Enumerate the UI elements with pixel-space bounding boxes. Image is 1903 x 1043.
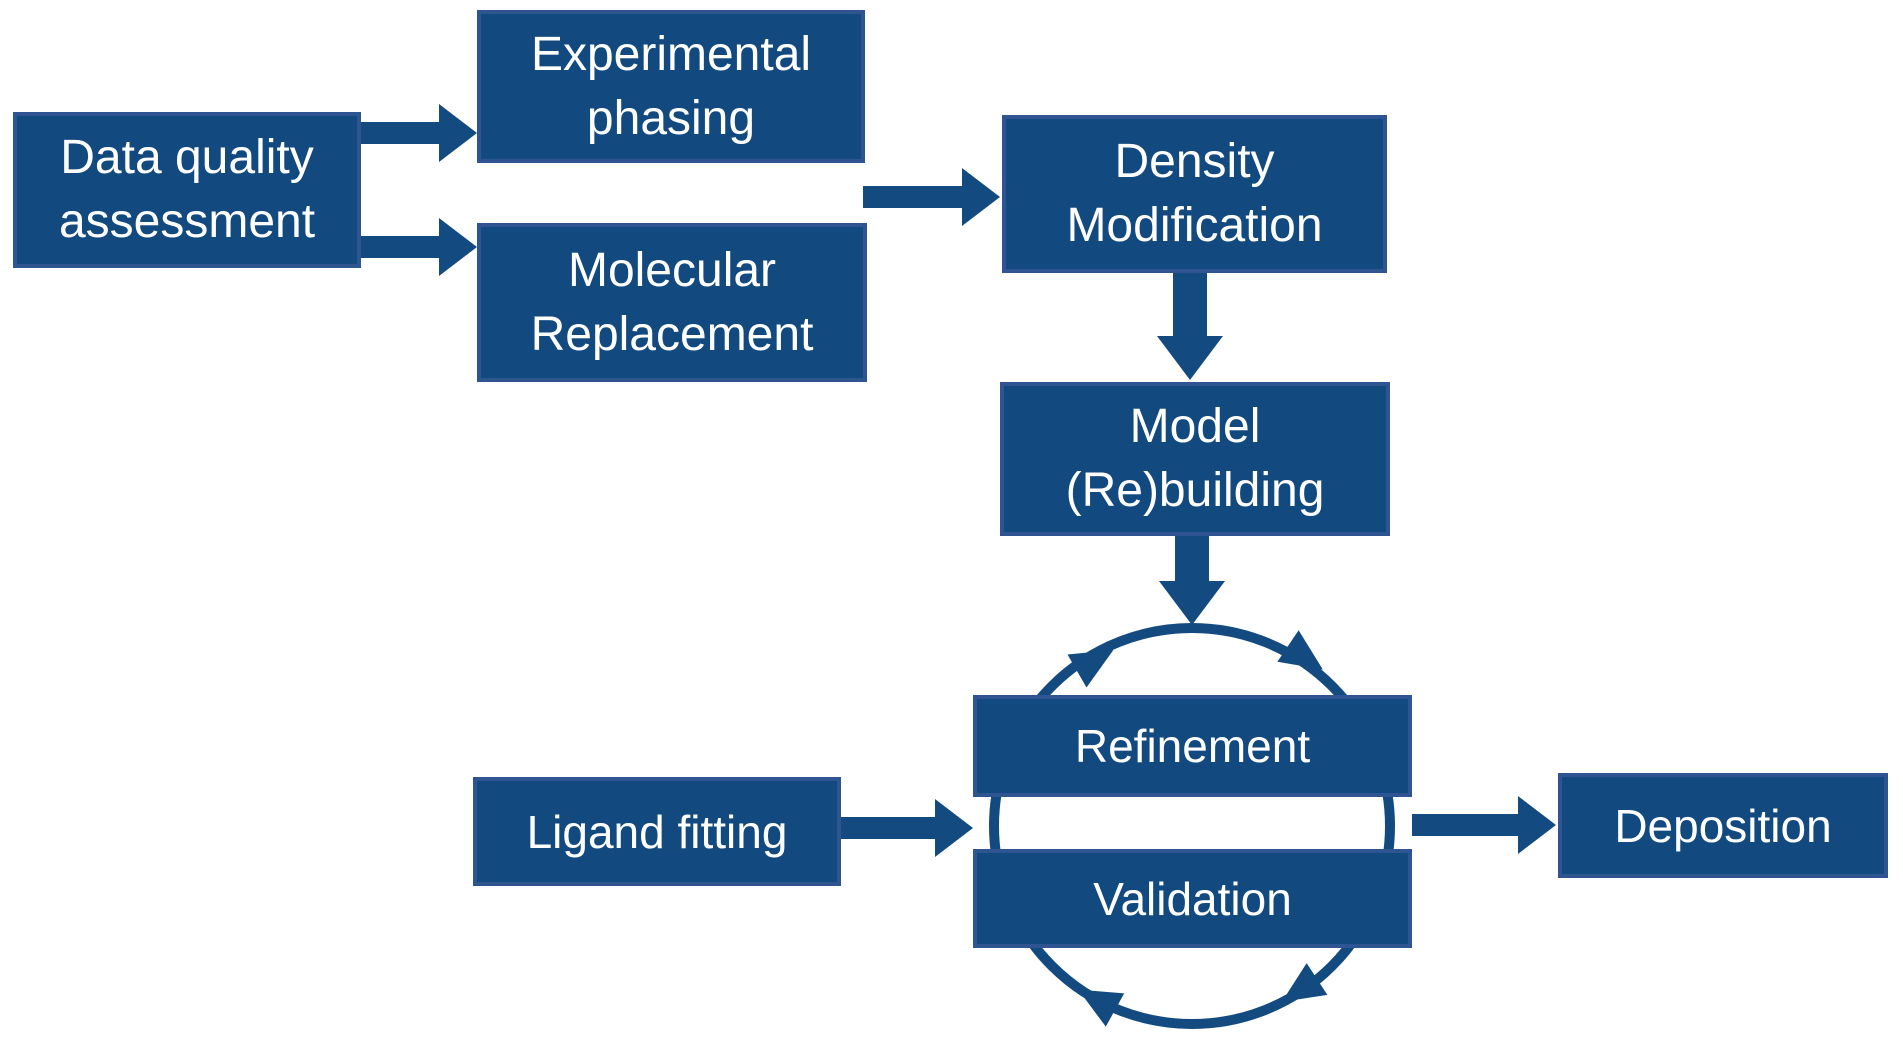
arrow-model-rebuilding-to-cycle xyxy=(1159,536,1225,625)
cycle-arrowhead-bottom-left xyxy=(1078,989,1125,1027)
node-density-modification: Density Modification xyxy=(1002,115,1387,273)
arrow-density-modification-to-model-rebuilding xyxy=(1157,273,1223,380)
node-label-line: Replacement xyxy=(530,307,814,361)
arrow-phasing-to-density-modification xyxy=(863,168,1000,226)
arrow-data-quality-to-experimental-phasing xyxy=(361,104,477,162)
cycle-arrowhead-top-right xyxy=(1277,630,1323,670)
node-label-line: (Re)building xyxy=(1065,464,1325,517)
node-label-line: Model xyxy=(1129,400,1261,453)
node-label-line: assessment xyxy=(58,195,316,248)
node-label-line: phasing xyxy=(586,91,756,145)
refinement-validation-cycle-ring xyxy=(989,623,1395,1029)
node-molecular-replacement: Molecular Replacement xyxy=(477,223,867,382)
arrow-data-quality-to-molecular-replacement xyxy=(361,218,477,276)
node-ligand-fitting: Ligand fitting xyxy=(473,777,841,886)
node-data-quality-assessment: Data quality assessment xyxy=(13,112,361,268)
cycle-arrowhead-bottom-right xyxy=(1281,963,1328,1002)
node-label-line: Data quality xyxy=(60,131,314,184)
node-label-line: Ligand fitting xyxy=(526,805,788,858)
node-label-line: Modification xyxy=(1066,199,1323,252)
cycle-arrowhead-top-left xyxy=(1067,650,1114,688)
node-refinement: Refinement xyxy=(973,695,1412,797)
arrow-ligand-fitting-to-cycle xyxy=(841,799,973,857)
node-experimental-phasing: Experimental phasing xyxy=(477,10,865,163)
node-deposition: Deposition xyxy=(1558,773,1888,878)
node-label-line: Molecular xyxy=(567,243,777,297)
node-label-line: Experimental xyxy=(530,27,812,81)
node-validation: Validation xyxy=(973,849,1412,948)
node-label-line: Density xyxy=(1114,135,1275,188)
node-model-rebuilding: Model (Re)building xyxy=(1000,382,1390,536)
node-label-line: Refinement xyxy=(1074,720,1311,772)
node-label-line: Validation xyxy=(1093,872,1292,925)
node-label-line: Deposition xyxy=(1614,799,1832,852)
arrow-cycle-to-deposition xyxy=(1412,796,1556,854)
